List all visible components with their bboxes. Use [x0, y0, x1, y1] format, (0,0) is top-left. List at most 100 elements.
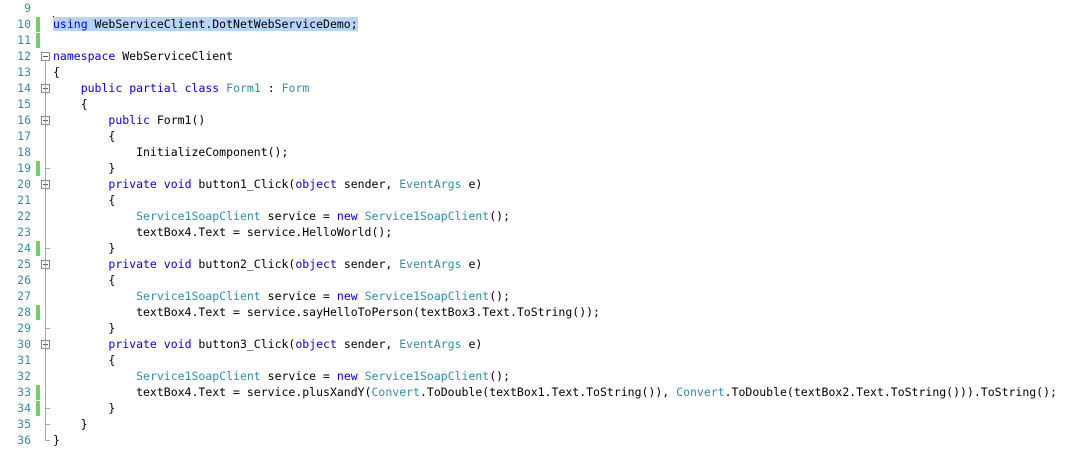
line-number: 36 [17, 433, 31, 447]
code-text: { [53, 128, 115, 144]
line-number: 11 [17, 33, 31, 47]
code-token: } [53, 401, 116, 415]
code-line[interactable]: 14 public partial class Form1 : Form [0, 80, 1073, 96]
change-marker [36, 305, 40, 320]
type-token: Form1 [226, 81, 261, 95]
code-text: } [53, 240, 115, 256]
code-token [53, 81, 81, 95]
code-line[interactable]: 31 { [0, 352, 1073, 368]
keyword-token: object [295, 337, 337, 351]
code-token: { [53, 97, 88, 111]
code-text: } [53, 400, 115, 416]
code-line[interactable]: 21 { [0, 192, 1073, 208]
code-line[interactable]: 13 { [0, 64, 1073, 80]
code-line[interactable]: 28 textBox4.Text = service.sayHelloToPer… [0, 304, 1073, 320]
type-token: Convert [371, 385, 420, 399]
change-marker [36, 33, 40, 48]
code-token [358, 209, 365, 223]
code-token: WebServiceClient.DotNetWebServiceDemo; [87, 17, 358, 31]
code-line[interactable]: 17 { [0, 128, 1073, 144]
change-marker [36, 385, 40, 400]
code-token [53, 337, 108, 351]
code-line[interactable]: 25 private void button2_Click(object sen… [0, 256, 1073, 272]
code-line[interactable]: 18 InitializeComponent(); [0, 144, 1073, 160]
code-line[interactable]: 30 private void button3_Click(object sen… [0, 336, 1073, 352]
code-token: e) [461, 337, 483, 351]
code-text: { [53, 352, 115, 368]
line-number: 17 [17, 129, 31, 143]
code-line[interactable]: 19 } [0, 160, 1073, 176]
keyword-token: new [336, 369, 358, 383]
type-token: Service1SoapClient [136, 209, 261, 223]
keyword-token: new [336, 289, 358, 303]
type-token: EventArgs [399, 337, 462, 351]
code-text: { [53, 272, 115, 288]
code-text: private void button3_Click(object sender… [53, 336, 482, 352]
keyword-token: private [108, 337, 157, 351]
line-number: 32 [17, 369, 31, 383]
change-marker [36, 161, 40, 176]
type-token: Form [281, 81, 310, 95]
code-token: (); [489, 289, 511, 303]
code-token: { [53, 65, 60, 79]
code-line[interactable]: 32 Service1SoapClient service = new Serv… [0, 368, 1073, 384]
code-text: public Form1() [53, 112, 205, 128]
selection-highlight: using WebServiceClient.DotNetWebServiceD… [53, 17, 358, 31]
outline-guide-end [45, 328, 50, 329]
code-line[interactable]: 16 public Form1() [0, 112, 1073, 128]
code-token: e) [461, 177, 483, 191]
code-line[interactable]: 24 } [0, 240, 1073, 256]
code-text: private void button2_Click(object sender… [53, 256, 482, 272]
code-token: e) [461, 257, 483, 271]
code-line[interactable]: 34 } [0, 400, 1073, 416]
line-number: 12 [17, 49, 31, 63]
code-token: : [260, 81, 282, 95]
keyword-token: object [295, 177, 337, 191]
code-token: InitializeComponent(); [53, 145, 289, 159]
line-number: 19 [17, 161, 31, 175]
change-marker [36, 401, 40, 416]
code-token: { [53, 129, 116, 143]
code-token [157, 177, 164, 191]
code-line[interactable]: 23 textBox4.Text = service.HelloWorld(); [0, 224, 1073, 240]
type-token: EventArgs [399, 257, 462, 271]
code-token [53, 177, 108, 191]
code-token: } [53, 321, 116, 335]
code-token: button1_Click( [191, 177, 296, 191]
code-token: { [53, 273, 116, 287]
type-token: Service1SoapClient [364, 289, 490, 303]
code-line[interactable]: 9 [0, 0, 1073, 16]
code-token: .ToDouble(textBox2.Text.ToString())).ToS… [724, 385, 1057, 399]
code-text: namespace WebServiceClient [53, 48, 233, 64]
code-line[interactable]: 20 private void button1_Click(object sen… [0, 176, 1073, 192]
code-line[interactable]: 27 Service1SoapClient service = new Serv… [0, 288, 1073, 304]
code-text: } [53, 320, 115, 336]
code-line[interactable]: 15 { [0, 96, 1073, 112]
code-text: { [53, 96, 88, 112]
code-line[interactable]: 35 } [0, 416, 1073, 432]
line-number: 13 [17, 65, 31, 79]
code-token [358, 289, 365, 303]
code-text: InitializeComponent(); [53, 144, 288, 160]
code-token: textBox4.Text = service.plusXandY( [53, 385, 372, 399]
code-line[interactable]: 33 textBox4.Text = service.plusXandY(Con… [0, 384, 1073, 400]
line-number: 26 [17, 273, 31, 287]
type-token: Service1SoapClient [136, 369, 261, 383]
code-line[interactable]: 11 [0, 32, 1073, 48]
code-text: Service1SoapClient service = new Service… [53, 288, 510, 304]
code-line[interactable]: 26 { [0, 272, 1073, 288]
line-number: 35 [17, 417, 31, 431]
code-line[interactable]: 12 namespace WebServiceClient [0, 48, 1073, 64]
code-text: { [53, 192, 115, 208]
code-line[interactable]: 36} [0, 432, 1073, 448]
outline-guide [45, 268, 46, 328]
keyword-token: using [53, 17, 88, 31]
code-line[interactable]: 29 } [0, 320, 1073, 336]
code-text: using WebServiceClient.DotNetWebServiceD… [53, 16, 358, 32]
code-token: .ToDouble(textBox1.Text.ToString()), [419, 385, 677, 399]
code-token [358, 369, 365, 383]
code-token: service = [260, 289, 337, 303]
code-line[interactable]: 22 Service1SoapClient service = new Serv… [0, 208, 1073, 224]
